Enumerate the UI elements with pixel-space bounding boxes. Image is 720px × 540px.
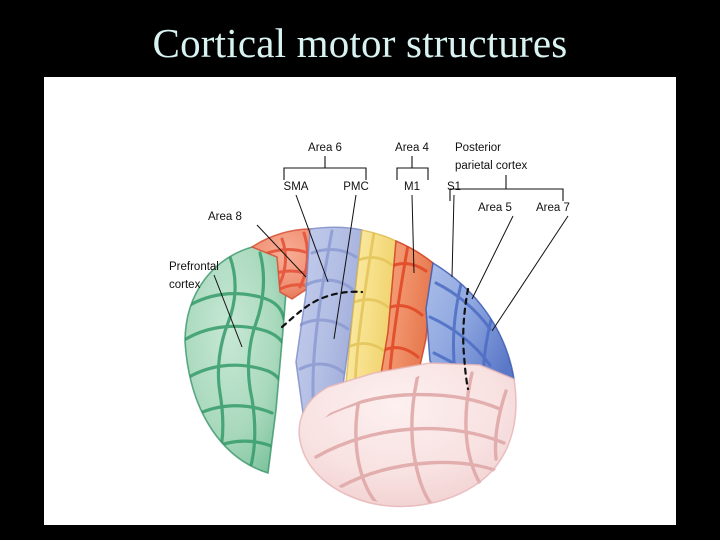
- dashed-boundary-premotor: [280, 290, 364, 329]
- bracket-area-6: [283, 156, 367, 180]
- diagram-labels: Area 6 Area 4 Posterior parietal cortex …: [169, 142, 570, 291]
- leader-line-sma: [295, 194, 329, 283]
- label-sma: SMA: [284, 181, 309, 193]
- brain-illustration: [184, 226, 517, 508]
- bracket-area-4: [396, 156, 429, 180]
- label-posterior-parietal-line1: Posterior: [455, 142, 501, 154]
- brain-diagram: Area 6 Area 4 Posterior parietal cortex …: [169, 142, 570, 508]
- label-area-7: Area 7: [536, 202, 570, 214]
- label-brackets: [283, 156, 564, 201]
- label-s1: S1: [447, 181, 461, 193]
- page-title: Cortical motor structures: [152, 20, 568, 66]
- region-prefrontal-cortex: [184, 242, 291, 475]
- leader-lines: [213, 194, 569, 348]
- leader-line-pmc: [333, 194, 357, 340]
- label-area-4: Area 4: [395, 142, 429, 154]
- leader-line-area-8: [256, 224, 307, 278]
- leader-line-area-7: [491, 215, 569, 332]
- label-m1: M1: [404, 181, 420, 193]
- region-temporal-lobe: [298, 362, 517, 508]
- bracket-posterior-parietal: [449, 175, 564, 201]
- label-area-5: Area 5: [478, 202, 512, 214]
- label-pmc: PMC: [343, 181, 369, 193]
- content-panel: Area 6 Area 4 Posterior parietal cortex …: [44, 77, 676, 525]
- label-area-8: Area 8: [208, 211, 242, 223]
- label-prefrontal-line2: cortex: [169, 279, 201, 291]
- label-posterior-parietal-line2: parietal cortex: [455, 160, 527, 172]
- leader-line-area-5: [471, 215, 514, 300]
- leader-line-s1: [451, 194, 455, 278]
- leader-line-m1: [411, 194, 415, 274]
- leader-line-prefrontal-cortex: [213, 274, 243, 348]
- label-area-6: Area 6: [308, 142, 342, 154]
- label-prefrontal-line1: Prefrontal: [169, 261, 219, 273]
- dashed-boundary-parietal: [462, 287, 470, 391]
